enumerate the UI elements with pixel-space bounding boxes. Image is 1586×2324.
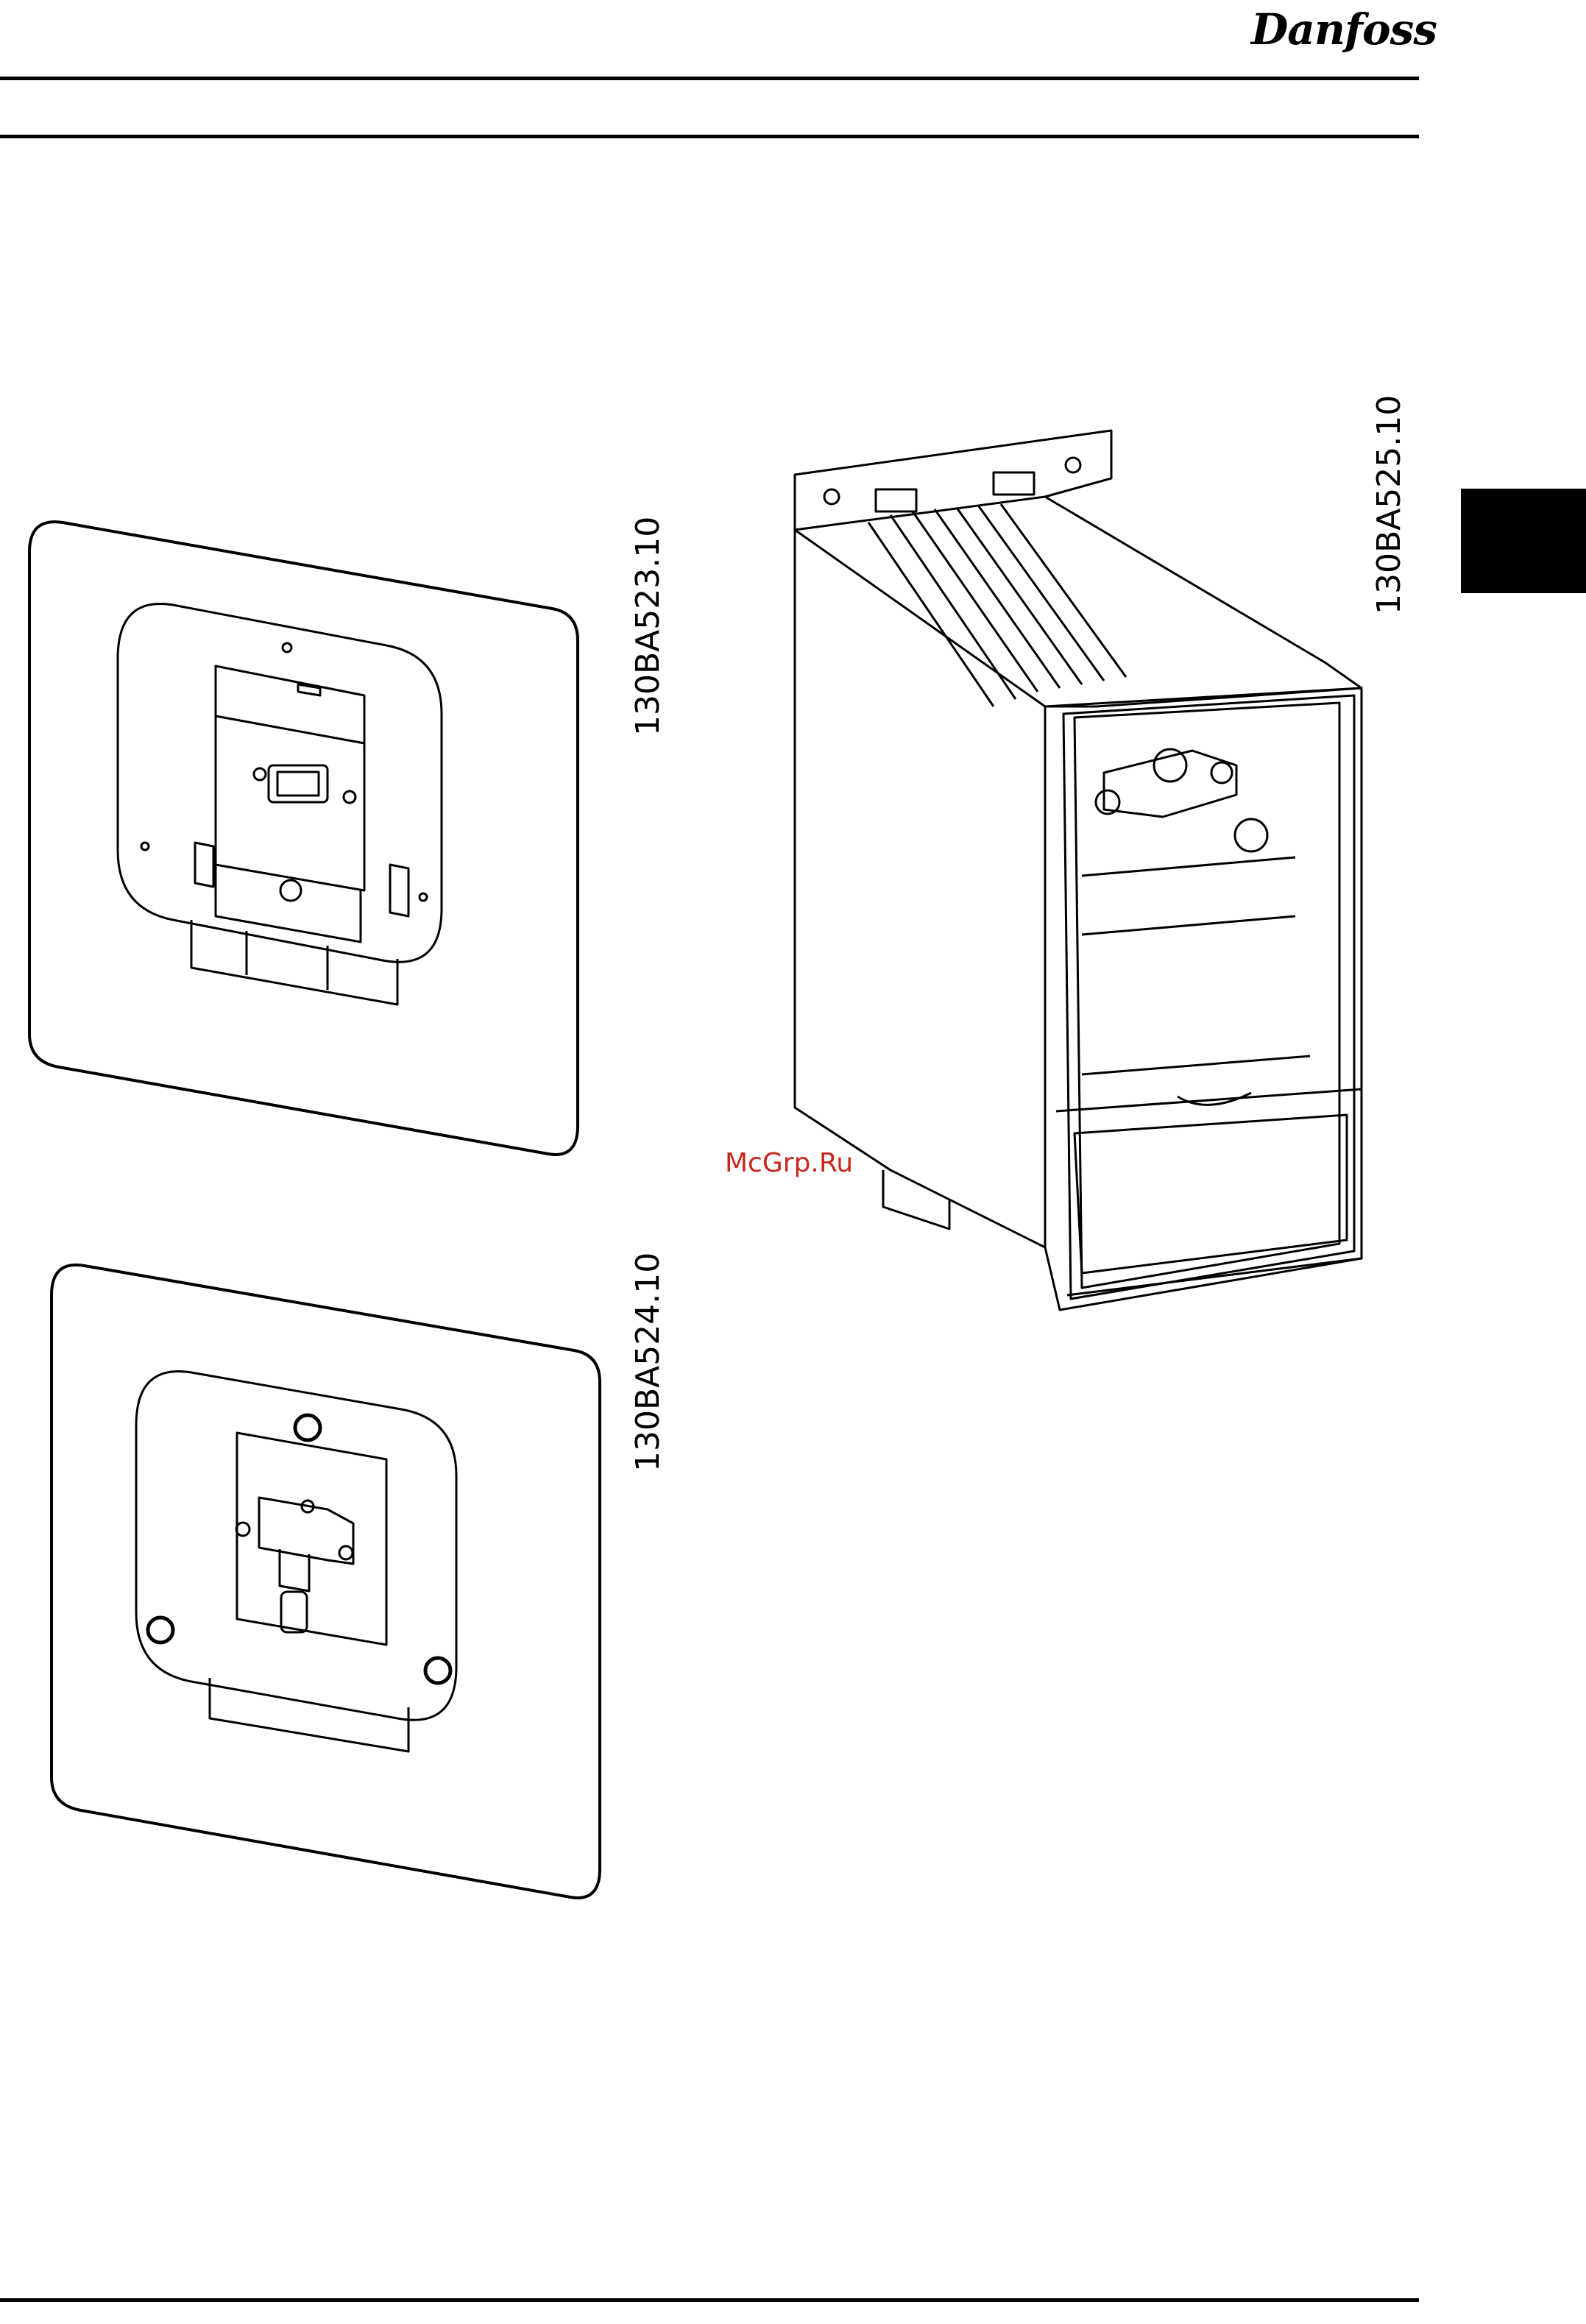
figure-mounting-plate-cable <box>44 1262 603 1910</box>
figure-code-2: 130BA524.10 <box>629 1253 667 1472</box>
header-rule-top <box>0 77 1419 80</box>
footer-rule <box>0 2298 1419 2302</box>
figure-drive-unit <box>780 427 1384 1325</box>
chapter-tab-marker <box>1461 489 1586 593</box>
danfoss-logo: Danfoss <box>1251 1 1424 68</box>
figure-mounting-plate-connector <box>26 519 585 1166</box>
logo-lettering: Danfoss <box>1251 4 1420 54</box>
watermark-text: McGrp.Ru <box>725 1148 853 1178</box>
header-rule-bottom <box>0 135 1419 138</box>
figure-code-3: 130BA525.10 <box>1370 395 1408 614</box>
figure-code-1: 130BA523.10 <box>629 517 667 736</box>
